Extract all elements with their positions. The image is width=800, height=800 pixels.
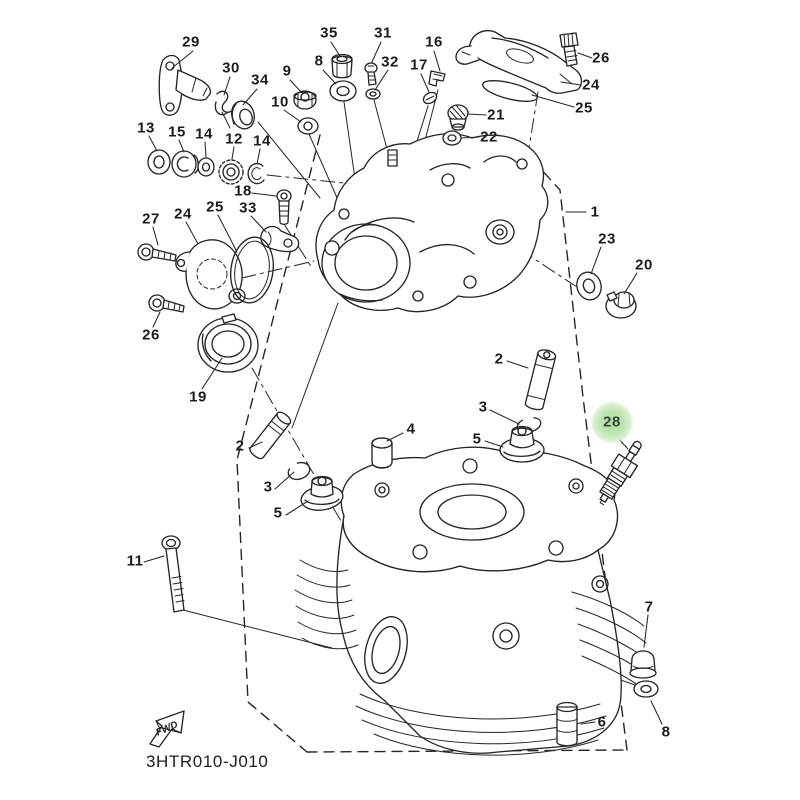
bolt-26-top-drawing: [559, 32, 579, 67]
washer-10-drawing: [297, 117, 319, 135]
bolt-18-drawing: [276, 189, 292, 225]
cylinder-head-bottom-drawing: [294, 446, 649, 756]
part-callout-9-12: 9: [282, 62, 292, 80]
washer-8-bottom-drawing: [633, 680, 659, 698]
cap-nut-35-drawing: [331, 53, 353, 79]
part-callout-22-26: 22: [480, 128, 498, 146]
cap-7-drawing: [629, 650, 657, 679]
part-callout-34-41: 34: [251, 71, 269, 89]
circlip-14-drawing: [247, 162, 265, 185]
lever-drawing: [158, 54, 212, 116]
plug-bolt-21-drawing: [447, 104, 469, 131]
part-callout-33-40: 33: [239, 199, 257, 217]
part-callout-25-31: 25: [206, 198, 224, 216]
spring-drawing: [214, 90, 234, 129]
bolt-11-drawing: [161, 535, 185, 613]
part-callout-26-33: 26: [142, 326, 160, 344]
gasket-25-left-drawing: [230, 236, 274, 304]
gasket-25-top-drawing: [482, 80, 538, 102]
part-callout-31-38: 31: [374, 24, 392, 42]
part-callout-20-24: 20: [635, 256, 653, 274]
nut-9-drawing: [293, 90, 317, 110]
part-callout-5-6: 5: [472, 430, 482, 448]
leader-lines: [143, 41, 663, 725]
part-callout-18-22: 18: [234, 182, 252, 200]
washer-22-drawing: [442, 130, 462, 146]
joint-ring-19-drawing: [197, 313, 259, 373]
part-callout-15-19: 15: [168, 123, 186, 141]
valve-guide-right-drawing: [524, 349, 557, 411]
part-callout-2-2: 2: [235, 437, 245, 455]
part-callout-30-37: 30: [222, 59, 240, 77]
bolt-27-drawing: [137, 243, 177, 262]
part-callout-24-29: 24: [174, 205, 192, 223]
part-callout-5-7: 5: [273, 504, 283, 522]
part-callout-28-35: 28: [603, 413, 621, 431]
bolt-31-drawing: [364, 62, 378, 86]
part-callout-35-42: 35: [320, 24, 338, 42]
part-callout-3-4: 3: [263, 478, 273, 496]
tappet-4-drawing: [371, 437, 393, 469]
part-callout-1-0: 1: [590, 203, 600, 221]
valve-guide-left-drawing: [249, 411, 292, 460]
dowel-6-drawing: [556, 701, 578, 747]
part-callout-19-23: 19: [189, 388, 207, 406]
circlip-left-drawing: [287, 461, 311, 481]
fwd-arrow-icon: [149, 710, 185, 748]
spark-plug-drawing: [599, 440, 642, 506]
bolt-20-drawing: [605, 291, 637, 319]
washer-14-drawing: [197, 157, 215, 177]
breather-cover-drawing: [455, 29, 583, 94]
part-callout-4-5: 4: [406, 420, 416, 438]
part-callout-8-10: 8: [314, 52, 324, 70]
washer-13-drawing: [147, 149, 171, 175]
part-callout-11-14: 11: [126, 552, 144, 570]
part-callout-3-3: 3: [478, 398, 488, 416]
part-callout-25-30: 25: [575, 99, 593, 117]
valve-seal-left-drawing: [300, 475, 344, 511]
valve-seal-right-drawing: [499, 425, 545, 463]
diagram-code: 3HTR010-J010: [146, 752, 269, 771]
part-callout-6-8: 6: [597, 713, 607, 731]
nut-32-drawing: [365, 88, 381, 100]
part-callout-12-15: 12: [225, 130, 243, 148]
piece-17-drawing: [422, 91, 438, 105]
part-callout-32-39: 32: [381, 53, 399, 71]
part-callout-24-28: 24: [582, 76, 600, 94]
part-callout-14-17: 14: [195, 125, 213, 143]
bolt-26-left-drawing: [148, 294, 185, 313]
part-callout-29-36: 29: [182, 33, 200, 51]
side-cover-24-drawing: [175, 239, 246, 310]
clamp-16-drawing: [428, 70, 446, 87]
part-callout-17-21: 17: [410, 56, 428, 74]
washer-23-drawing: [576, 271, 602, 301]
part-callout-27-34: 27: [142, 210, 160, 228]
gear-12-drawing: [218, 159, 244, 185]
part-callout-8-11: 8: [661, 723, 671, 741]
part-callout-23-27: 23: [598, 230, 616, 248]
part-callout-14-18: 14: [253, 132, 271, 150]
bearing-drawing: [231, 100, 255, 130]
bushing-15-drawing: [171, 150, 199, 178]
washer-8-top-drawing: [329, 80, 357, 102]
bracket-33-drawing: [260, 225, 300, 253]
part-callout-7-9: 7: [644, 598, 654, 616]
part-callout-26-32: 26: [592, 49, 610, 67]
part-callout-2-1: 2: [494, 350, 504, 368]
part-callout-10-13: 10: [271, 93, 289, 111]
cylinder-head-top-drawing: [315, 133, 549, 313]
part-callout-21-25: 21: [487, 106, 505, 124]
part-callout-16-20: 16: [425, 33, 443, 51]
part-callout-13-16: 13: [137, 119, 155, 137]
